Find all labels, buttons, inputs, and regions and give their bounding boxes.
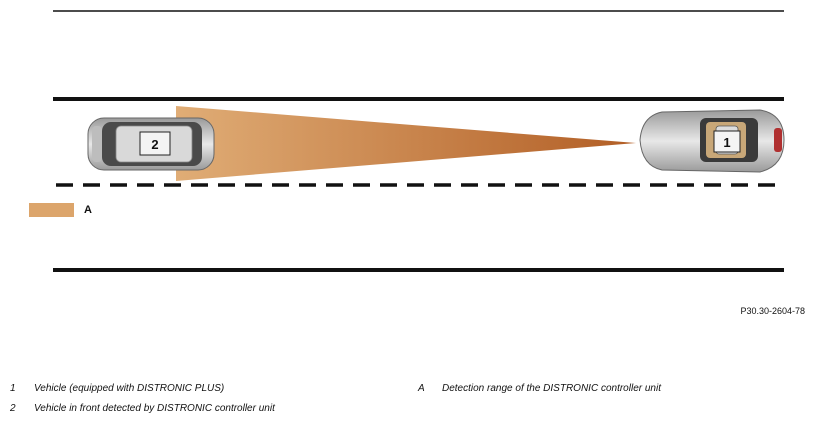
- legend-item: 2 Vehicle in front detected by DISTRONIC …: [10, 403, 275, 414]
- lane-diagram: 2 1: [29, 10, 785, 272]
- legend-key: 2: [10, 403, 16, 414]
- legend-item: A Detection range of the DISTRONIC contro…: [418, 383, 661, 394]
- swatch-label: A: [84, 204, 92, 216]
- legend-item: 1 Vehicle (equipped with DISTRONIC PLUS): [10, 383, 224, 394]
- figure-reference: P30.30-2604-78: [740, 306, 805, 316]
- legend-text: Detection range of the DISTRONIC control…: [442, 383, 661, 394]
- vehicle-2-number: 2: [151, 137, 158, 152]
- legend-key: A: [418, 383, 425, 394]
- legend-text: Vehicle in front detected by DISTRONIC c…: [34, 403, 275, 414]
- distronic-vehicle: [639, 109, 785, 173]
- vehicle-in-front: [87, 117, 215, 171]
- vehicle-1-number: 1: [723, 135, 730, 150]
- detection-range-swatch: [29, 203, 74, 217]
- legend-text: Vehicle (equipped with DISTRONIC PLUS): [34, 383, 225, 394]
- legend-key: 1: [10, 383, 16, 394]
- detection-range-beam: [176, 106, 636, 181]
